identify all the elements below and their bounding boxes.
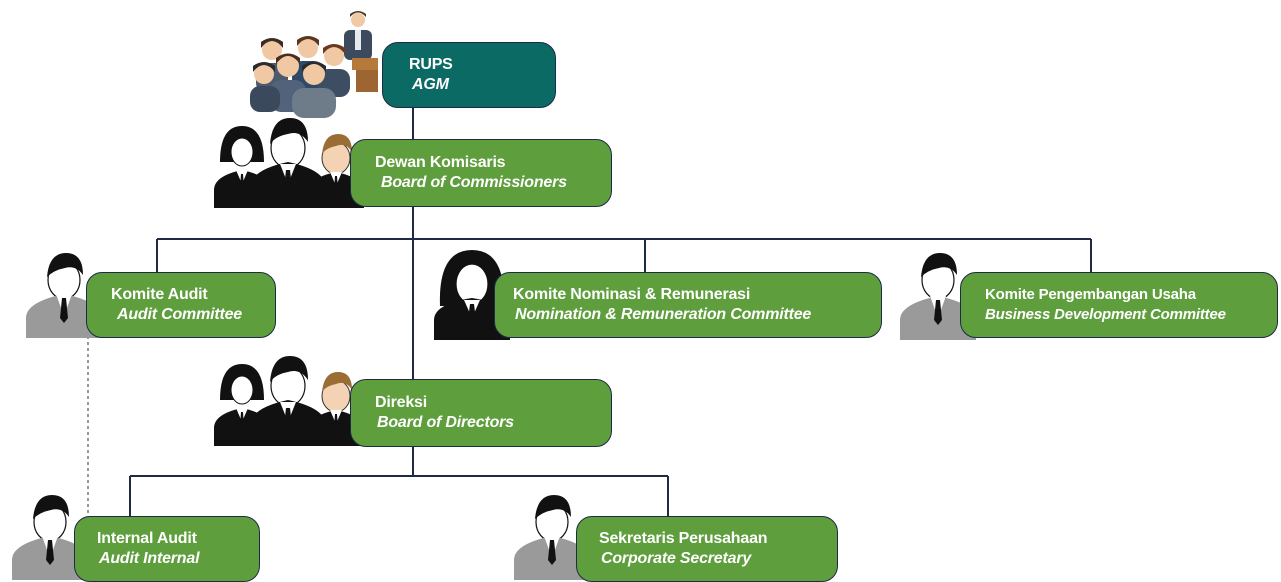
node-corporate-secretary-title: Sekretaris Perusahaan [599,530,768,547]
node-nomination-remuneration-committee: Komite Nominasi & Remunerasi Nomination … [494,272,882,338]
node-directors-subtitle: Board of Directors [377,414,514,431]
node-board-of-commissioners: Dewan Komisaris Board of Commissioners [350,139,612,207]
node-corporate-secretary-subtitle: Corporate Secretary [601,550,752,567]
node-business-title: Komite Pengembangan Usaha [985,286,1196,303]
person-icon-nomination-committee [434,250,510,340]
node-agm-title: RUPS [409,56,453,73]
node-internal-audit-subtitle: Audit Internal [99,550,200,567]
node-audit-committee-title: Komite Audit [111,286,208,303]
node-directors-title: Direksi [375,394,427,411]
node-corporate-secretary: Sekretaris Perusahaan Corporate Secretar… [576,516,838,582]
audience-meeting-icon [250,11,378,118]
node-internal-audit-title: Internal Audit [97,530,197,547]
person-icon-business-committee [900,253,976,340]
directors-group-icon [214,356,364,446]
commissioners-group-icon [214,118,364,208]
node-nomination-subtitle: Nomination & Remuneration Committee [515,306,812,323]
node-business-subtitle: Business Development Committee [985,306,1226,323]
node-agm-subtitle: AGM [412,76,449,93]
person-icon-audit-committee [26,253,102,338]
node-commissioners-subtitle: Board of Commissioners [381,174,567,191]
person-icon-corporate-secretary [514,495,590,580]
node-audit-committee: Komite Audit Audit Committee [86,272,276,338]
node-agm: RUPS AGM [382,42,556,108]
node-internal-audit: Internal Audit Audit Internal [74,516,260,582]
node-board-of-directors: Direksi Board of Directors [350,379,612,447]
node-audit-committee-subtitle: Audit Committee [117,306,243,323]
node-business-development-committee: Komite Pengembangan Usaha Business Devel… [960,272,1278,338]
node-nomination-title: Komite Nominasi & Remunerasi [513,286,751,303]
person-icon-internal-audit [12,495,88,580]
node-commissioners-title: Dewan Komisaris [375,154,506,171]
